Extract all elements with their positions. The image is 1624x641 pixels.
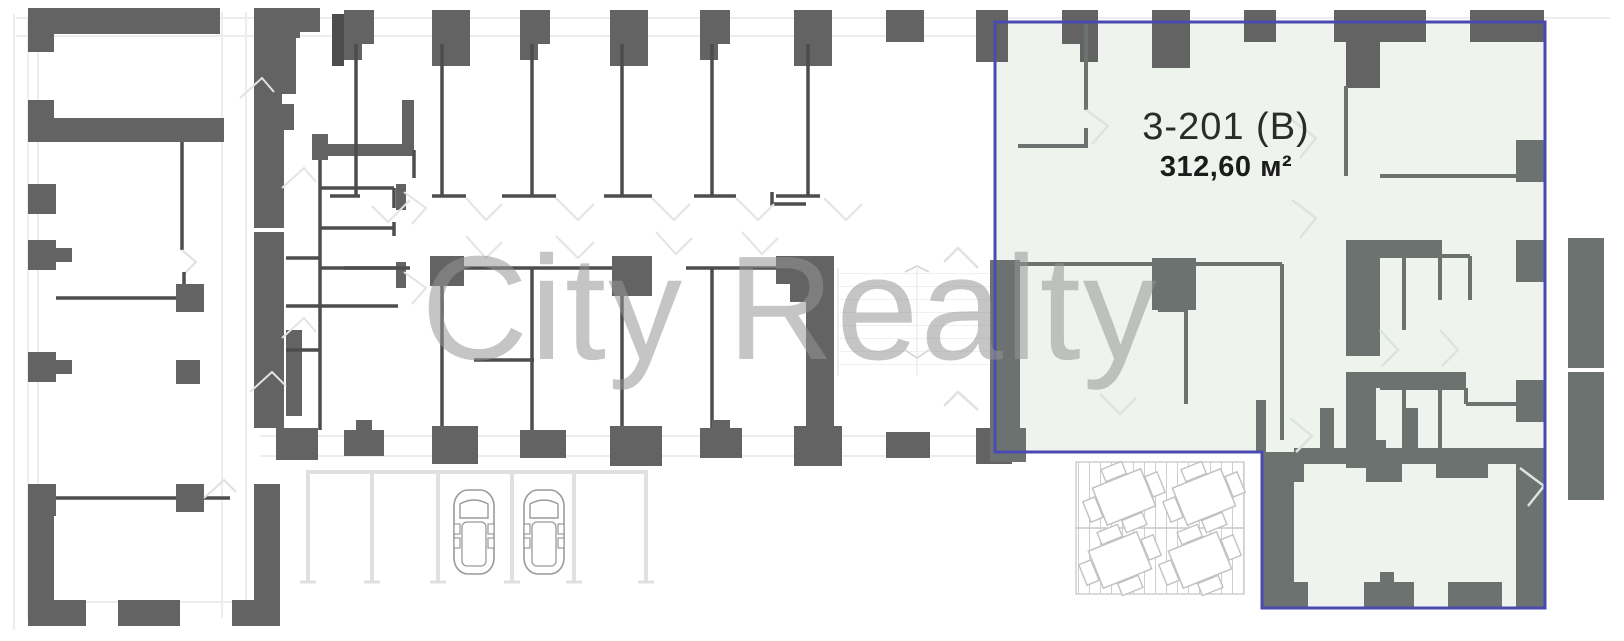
parking-bay-area (300, 470, 654, 584)
left-wing-thin-walls (56, 142, 237, 512)
central-door-swings (249, 197, 863, 393)
service-core-walls (254, 8, 320, 428)
core-door-swings (239, 76, 428, 339)
terrace-with-tables (1069, 449, 1255, 608)
highlight-interior-thin-walls (1018, 24, 1546, 452)
service-core-partitions (286, 14, 416, 430)
left-wing-walls (28, 8, 280, 626)
highlight-interior-walls (990, 140, 1604, 608)
stair-run (837, 265, 997, 376)
highlight-outline (993, 20, 1547, 610)
central-room-partitions (330, 44, 820, 430)
central-room-columns (430, 256, 834, 438)
